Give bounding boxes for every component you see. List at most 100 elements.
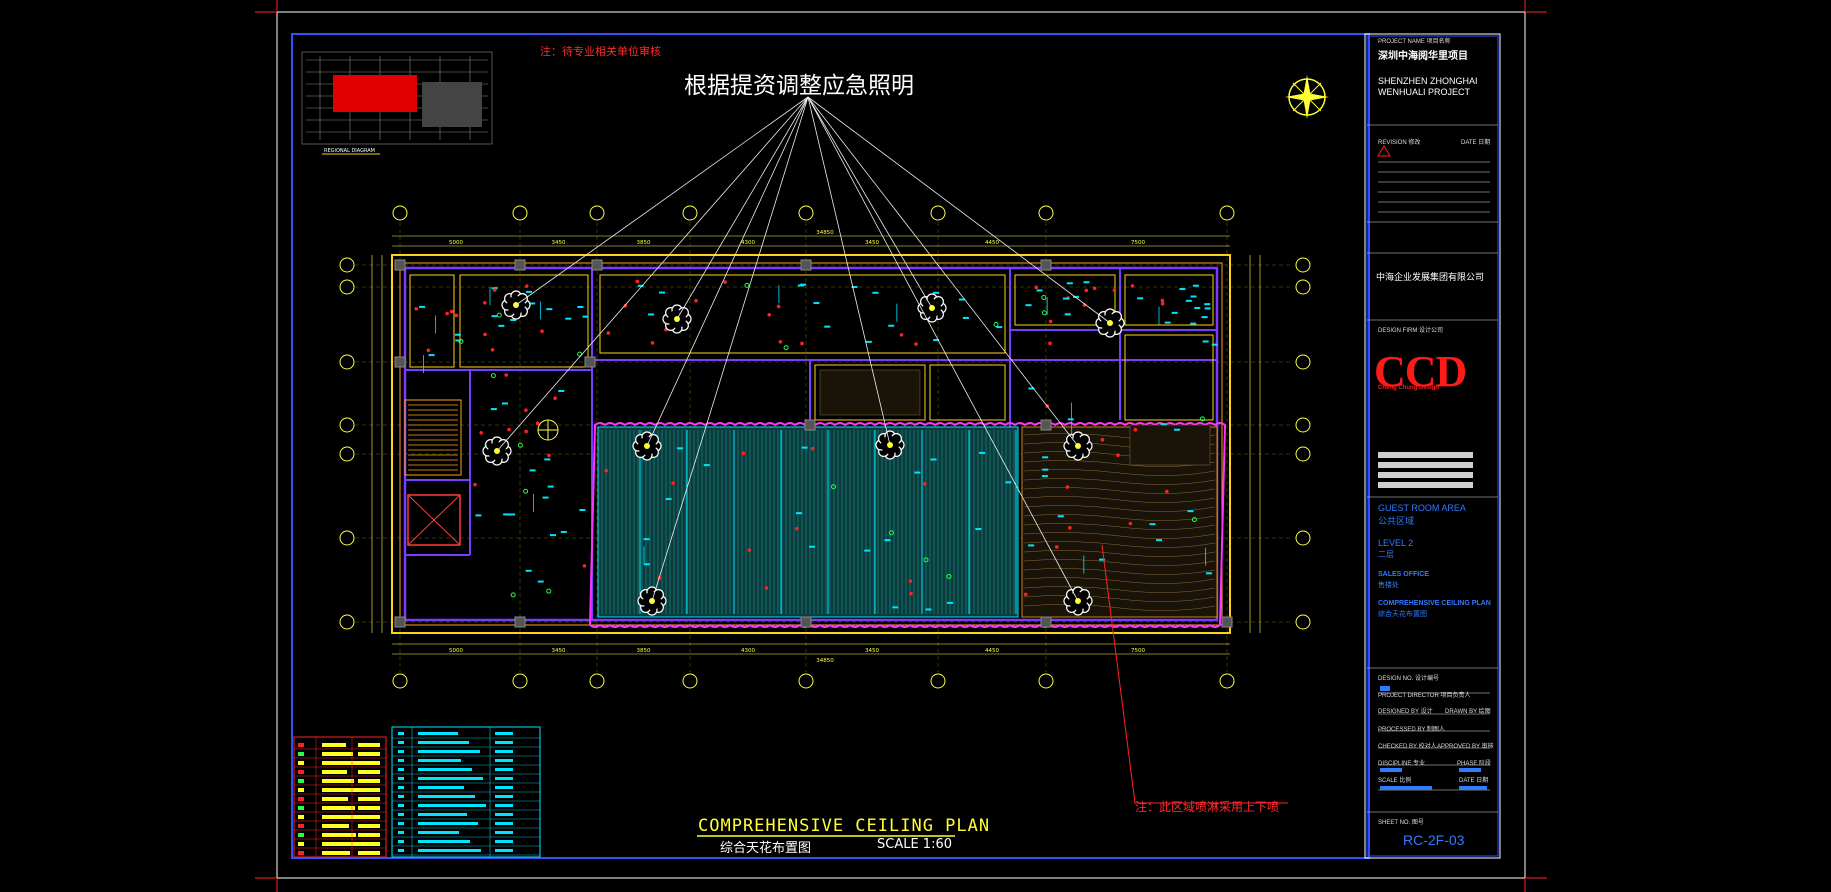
- legend-text-bar: [358, 788, 380, 792]
- legend-symbol: [398, 777, 404, 780]
- smoke-detector: [744, 282, 750, 288]
- light-fixture: [490, 408, 497, 411]
- grid-bubble: [1219, 673, 1235, 689]
- leader-line: [807, 96, 1079, 602]
- grid-bubble: [1295, 257, 1311, 273]
- light-fixture: [703, 464, 710, 467]
- light-fixture: [643, 563, 650, 566]
- light-fixture: [872, 291, 879, 294]
- light-fixture: [1005, 481, 1012, 484]
- dim-label-top: 3450: [552, 240, 566, 246]
- date-label-2: DATE 日期: [1459, 778, 1489, 784]
- column: [1040, 616, 1052, 628]
- legend-symbol: [398, 813, 404, 816]
- light-fixture: [549, 534, 556, 537]
- light-fixture: [914, 471, 921, 474]
- dim-label-top: 4450: [985, 240, 999, 246]
- area-en: GUEST ROOM AREA: [1378, 503, 1466, 513]
- smoke-detector: [546, 588, 552, 594]
- sprinkler: [483, 300, 487, 305]
- ceiling-fixtures: [394, 259, 1233, 628]
- light-fixture: [1025, 304, 1032, 307]
- note-leader-lines: [496, 96, 1111, 602]
- sprinkler: [414, 306, 418, 311]
- sprinkler: [778, 339, 783, 344]
- light-fixture: [579, 509, 586, 512]
- sheet-no-label: SHEET NO. 图号: [1378, 820, 1424, 826]
- light-fixture: [795, 512, 802, 515]
- sprinkler: [1023, 592, 1028, 597]
- dim-label-top: 5000: [449, 240, 463, 246]
- legend-text-bar: [358, 815, 380, 819]
- light-fixture: [582, 315, 589, 318]
- project-director-label: PROJECT DIRECTOR 项目负责人: [1378, 693, 1471, 699]
- project-name-en-1: SHENZHEN ZHONGHAI: [1378, 76, 1478, 86]
- light-fixture: [797, 284, 804, 287]
- light-fixture: [1036, 289, 1043, 292]
- sprinkler: [473, 482, 477, 487]
- smoke-detector: [831, 484, 837, 490]
- emergency-light-markers: [482, 290, 1125, 616]
- light-fixture: [503, 513, 510, 516]
- sprinkler: [723, 280, 727, 284]
- legend-text-bar: [495, 849, 513, 852]
- legend-text-bar: [322, 797, 348, 801]
- sprinkler: [764, 586, 769, 590]
- light-fixture: [510, 318, 517, 321]
- light-fixture: [888, 324, 895, 327]
- light-fixture: [501, 402, 508, 405]
- sprinkler: [1092, 286, 1097, 291]
- legend-text-bar: [495, 777, 513, 780]
- legend-text-bar: [358, 770, 380, 774]
- sprinkler: [553, 396, 557, 401]
- column: [591, 259, 603, 271]
- light-fixture: [962, 316, 969, 319]
- column: [584, 356, 596, 368]
- grid-bubble: [682, 673, 698, 689]
- grid-bubble: [1219, 205, 1235, 221]
- light-fixture: [525, 569, 532, 572]
- light-fixture: [1174, 428, 1181, 431]
- leader-line: [676, 96, 809, 320]
- sprinkler: [524, 429, 528, 434]
- legend-text-bar: [495, 750, 513, 753]
- legend-text-bar: [418, 750, 480, 753]
- smoke-detector: [923, 557, 929, 563]
- grid-bubble: [682, 205, 698, 221]
- legend-text-bar: [495, 822, 513, 825]
- light-fixture: [491, 287, 498, 290]
- light-fixture: [851, 286, 858, 289]
- dim-label-bottom: 7500: [1131, 648, 1145, 654]
- space-en: SALES OFFICE: [1378, 571, 1429, 578]
- legend-symbol: [298, 752, 304, 756]
- sprinkler: [694, 298, 698, 303]
- column: [800, 616, 812, 628]
- sprinkler: [1112, 288, 1117, 293]
- light-fixture: [1211, 343, 1218, 346]
- legend-symbol: [298, 788, 304, 792]
- light-fixture: [1156, 539, 1163, 542]
- light-fixture: [1083, 281, 1090, 284]
- plan-title: COMPREHENSIVE CEILING PLAN: [698, 816, 991, 836]
- light-fixture: [498, 324, 505, 327]
- smoke-detector: [993, 321, 999, 327]
- legend-text-bar: [495, 741, 513, 744]
- legend-symbol: [298, 779, 304, 783]
- legend-text-bar: [418, 804, 486, 807]
- sprinkler: [479, 430, 484, 435]
- legend-text-bar: [495, 759, 513, 762]
- column: [1040, 259, 1052, 271]
- legend-text-bar: [322, 842, 363, 846]
- light-fixture: [975, 527, 982, 530]
- sprinkler: [524, 408, 528, 413]
- legend-symbol: [398, 795, 404, 798]
- light-fixture: [544, 458, 551, 461]
- grid-bubble: [1295, 446, 1311, 462]
- smoke-detector: [496, 312, 502, 318]
- grid-bubble: [798, 673, 814, 689]
- dim-label-bottom: 4300: [741, 648, 755, 654]
- sprinkler: [524, 284, 529, 288]
- legend-symbol: [298, 833, 304, 837]
- sprinkler: [604, 468, 608, 473]
- light-fixture: [1206, 572, 1213, 575]
